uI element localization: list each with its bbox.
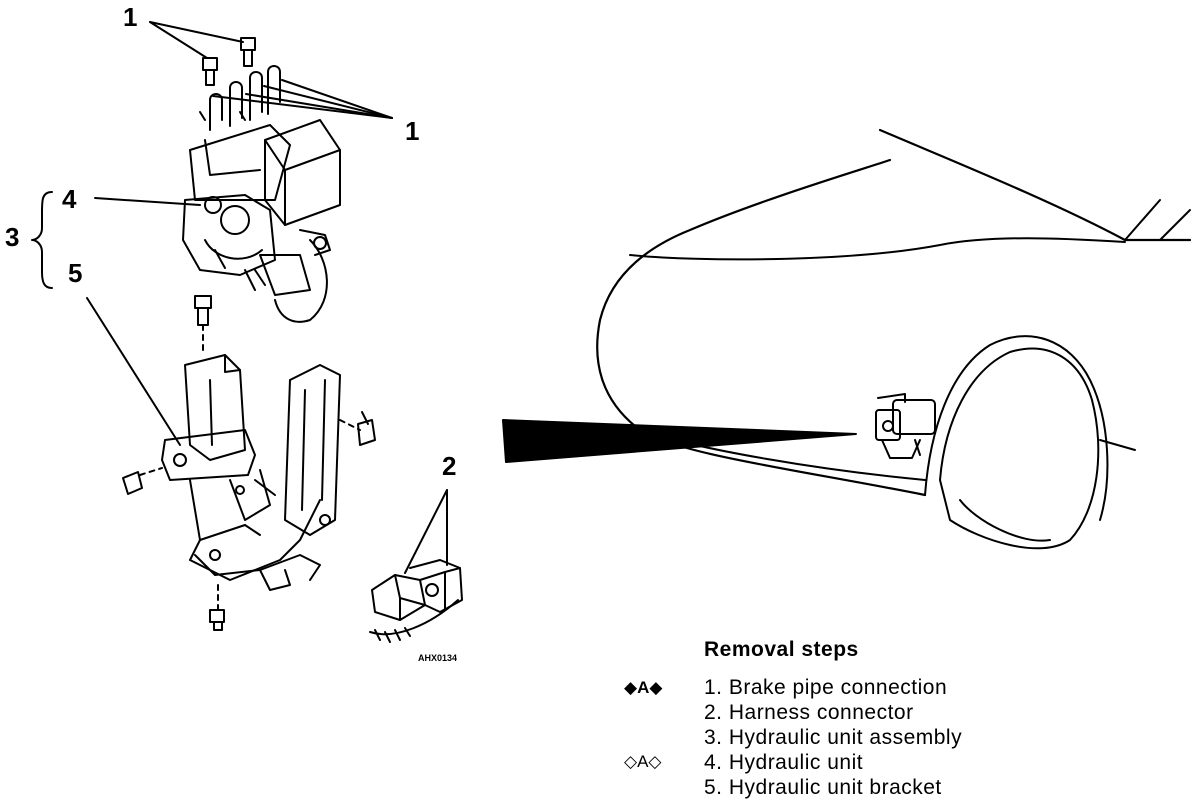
assembly-brace — [31, 191, 53, 289]
callout-4: 4 — [62, 184, 77, 214]
callout-3: 3 — [5, 222, 19, 252]
callout-2: 2 — [442, 451, 456, 481]
installed-hydraulic-unit — [875, 393, 936, 459]
removal-step-4: 4. Hydraulic unit — [704, 751, 864, 774]
leader-line — [149, 21, 208, 59]
flare-nut-bolt-center — [240, 37, 256, 67]
removal-step-2: 2. Harness connector — [704, 701, 914, 724]
leader-line — [149, 21, 244, 43]
service-marker-a-solid: ◆A◆ — [624, 678, 663, 697]
location-pointer-wedge — [502, 419, 857, 463]
harness-connector-drawing — [369, 489, 463, 643]
removal-step-3: 3. Hydraulic unit assembly — [704, 726, 963, 749]
removal-step-1: 1. Brake pipe connection — [704, 676, 948, 699]
removal-steps-title: Removal steps — [704, 638, 859, 661]
removal-step-5: 5. Hydraulic unit bracket — [704, 776, 942, 799]
callout-5: 5 — [68, 258, 82, 288]
callout-1-top: 1 — [123, 2, 137, 32]
hydraulic-unit-assembly-drawing — [182, 65, 341, 323]
removal-steps-panel: Removal steps ◆A◆ 1. Brake pipe connecti… — [600, 638, 1020, 799]
figure-code: AHX0134 — [418, 653, 457, 663]
flare-nut-bolt-left — [202, 57, 218, 86]
callout-1-right: 1 — [405, 116, 419, 146]
car-body-outline — [596, 128, 1192, 550]
hydraulic-unit-bracket-drawing — [122, 295, 376, 631]
service-marker-a-outline: ◇A◇ — [624, 752, 662, 771]
